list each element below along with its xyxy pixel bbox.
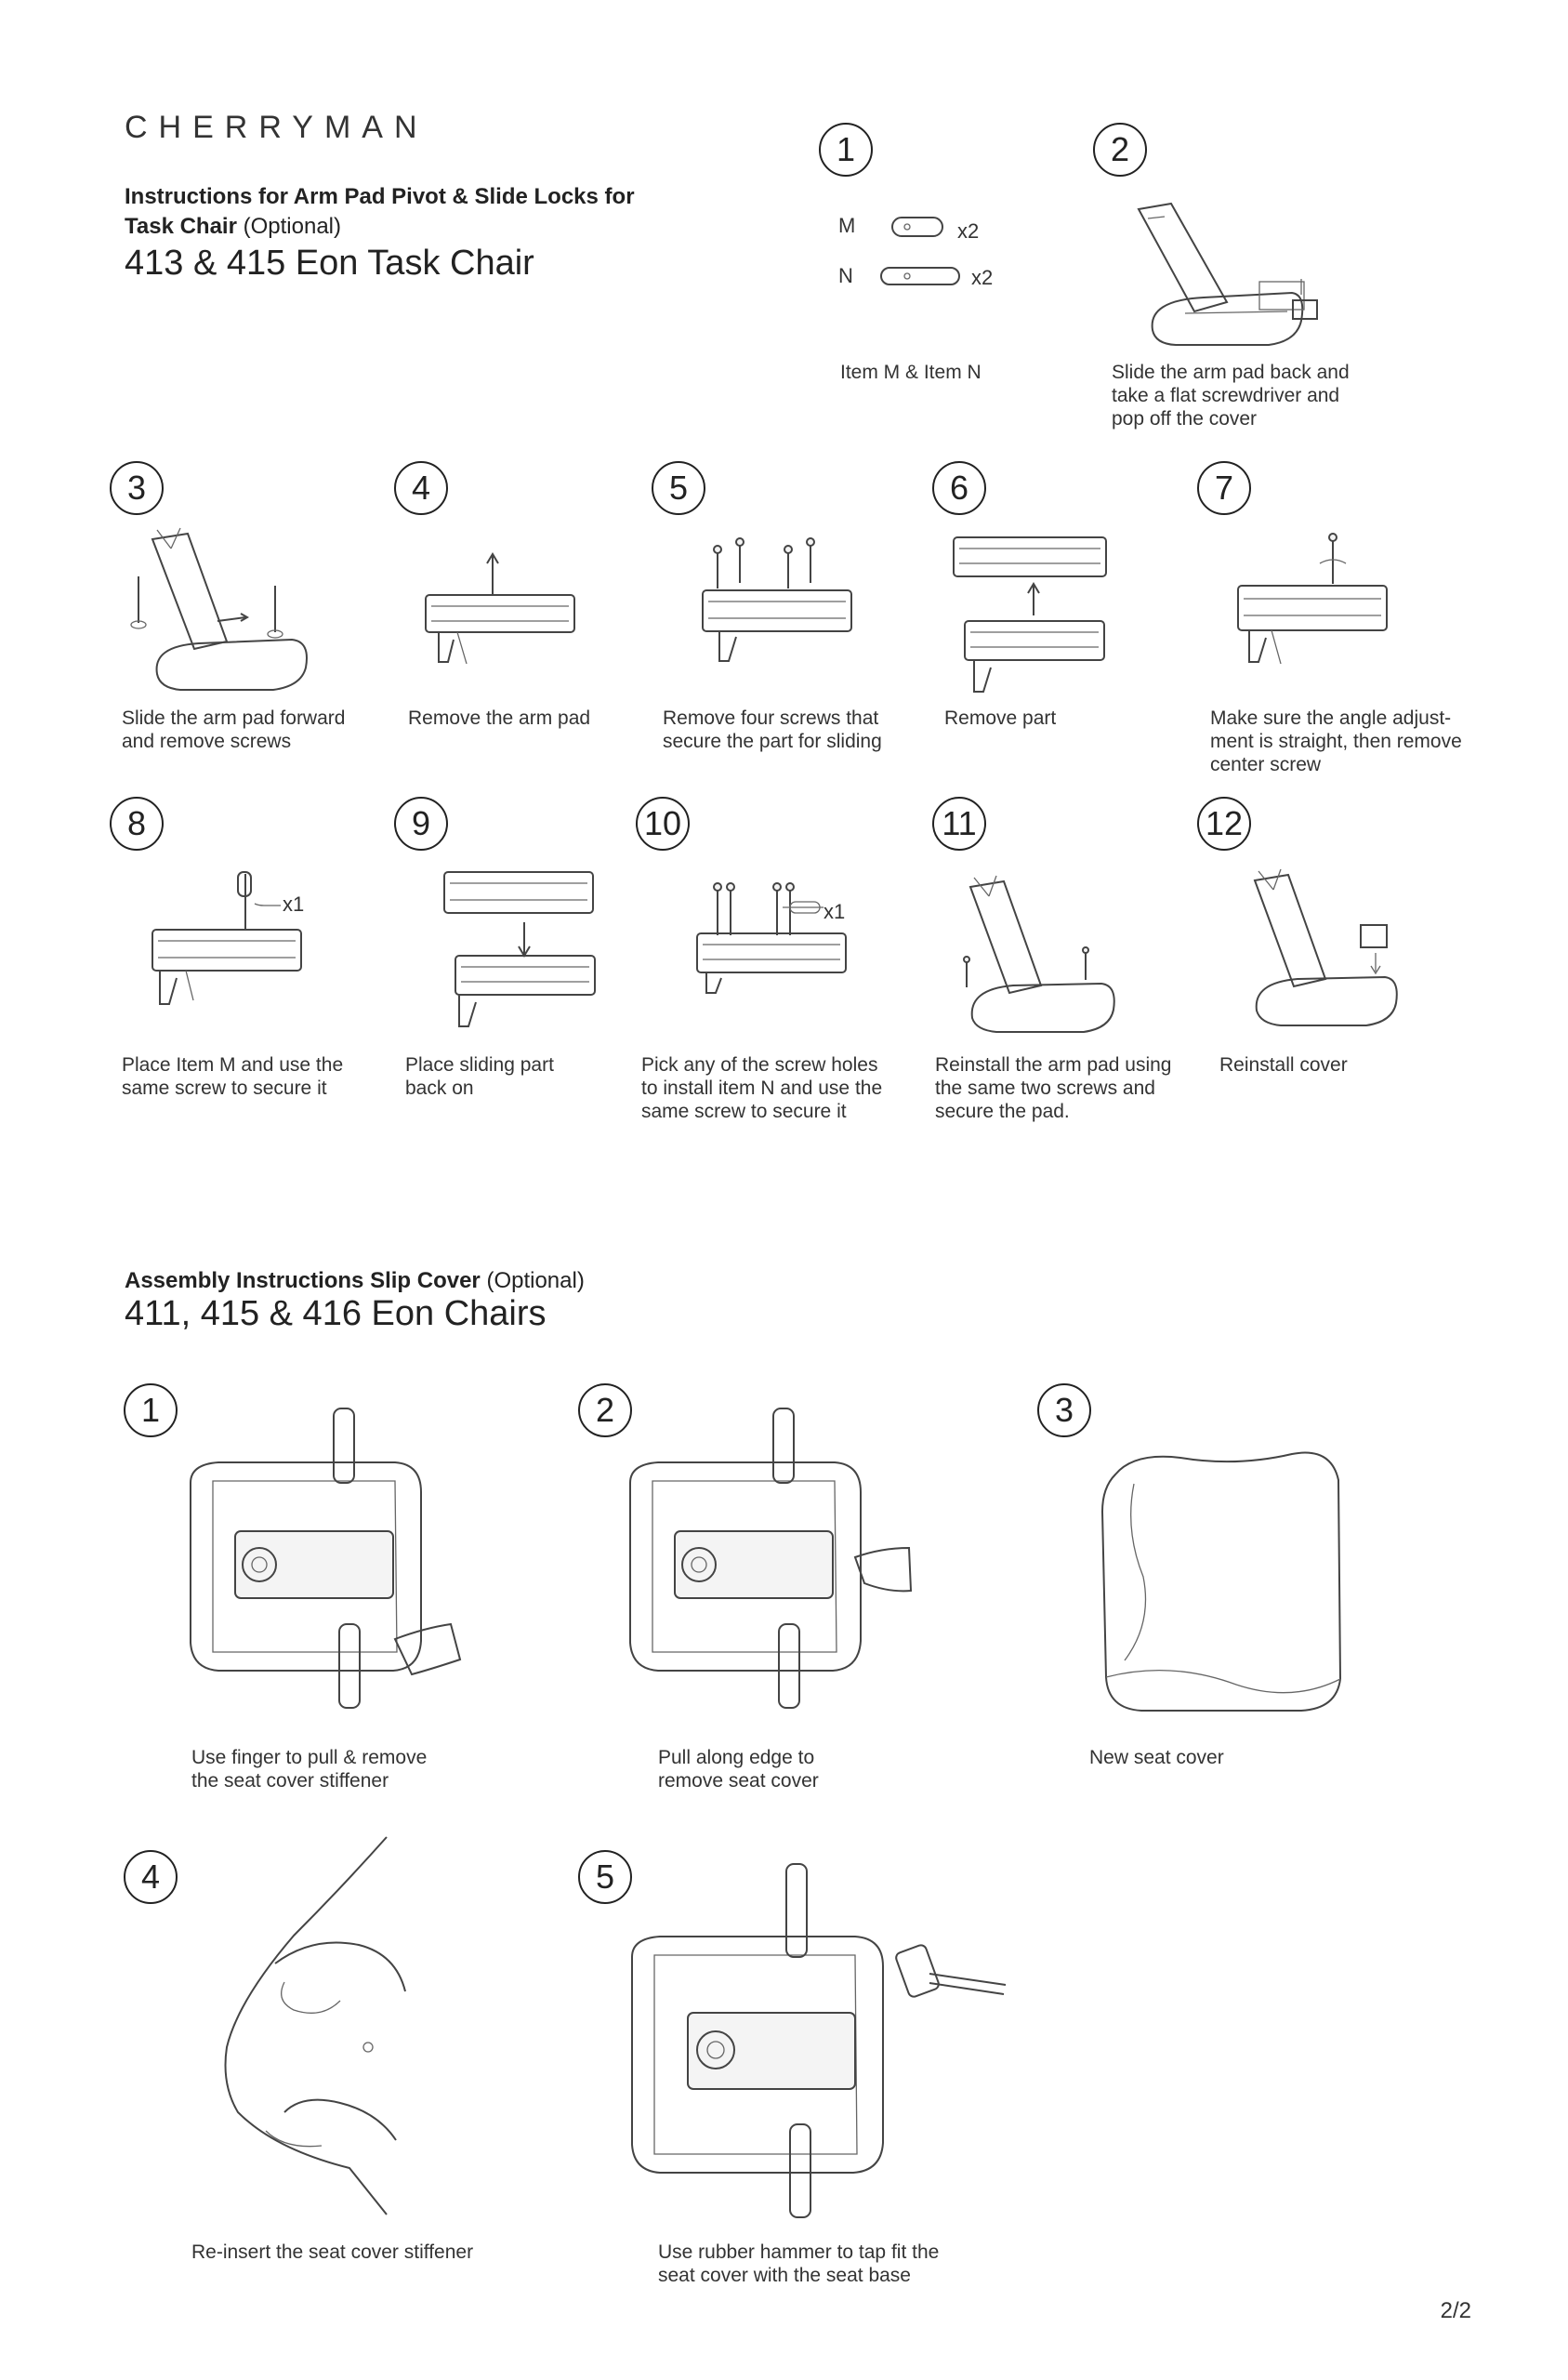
slip-step2-caption: Pull along edge to remove seat cover (658, 1747, 819, 1792)
step1-badge: 1 (819, 123, 873, 177)
step12-badge: 12 (1197, 797, 1251, 851)
section1-subtitle: 413 & 415 Eon Task Chair (125, 244, 534, 283)
step11-caption: Reinstall the arm pad using the same two… (935, 1054, 1172, 1122)
step11-badge: 11 (932, 797, 986, 851)
slip-step1-seat-figure (181, 1408, 462, 1729)
step9-caption: Place sliding part back on (405, 1054, 554, 1099)
step3-badge: 3 (110, 461, 164, 515)
step4-bracket-figure (420, 549, 587, 683)
step2-badge: 2 (1093, 123, 1147, 177)
step8-badge: 8 (110, 797, 164, 851)
item-n-qty: x2 (971, 266, 994, 289)
step9-bracket-figure (441, 868, 608, 1050)
slip-step1-caption: Use finger to pull & remove the seat cov… (191, 1747, 428, 1792)
slip-step2-seat-figure (621, 1408, 913, 1729)
slip-step3-caption: New seat cover (1089, 1747, 1224, 1768)
slip-step5-caption: Use rubber hammer to tap fit the seat co… (658, 2241, 940, 2286)
slip-step4-hands-figure (219, 1833, 406, 2228)
brand-logo: CHERRYMAN (125, 110, 428, 145)
slip-step5-seat-figure (623, 1863, 1013, 2231)
section1-title: Instructions for Arm Pad Pivot & Slide L… (125, 182, 645, 242)
step9-badge: 9 (394, 797, 448, 851)
step5-bracket-figure (699, 535, 866, 679)
slip-step5-badge: 5 (578, 1850, 632, 1904)
step5-badge: 5 (652, 461, 705, 515)
slip-step4-caption: Re-insert the seat cover stiffener (191, 2241, 474, 2263)
slip-step2-badge: 2 (578, 1383, 632, 1437)
item-m-figure (890, 214, 946, 245)
section2-title-optional: (Optional) (486, 1268, 585, 1293)
step1-caption: Item M & Item N (840, 362, 982, 383)
step6-bracket-figure (950, 532, 1117, 713)
step11-armrest-figure (948, 874, 1134, 1037)
slip-step4-badge: 4 (124, 1850, 178, 1904)
step6-badge: 6 (932, 461, 986, 515)
slip-step3-badge: 3 (1037, 1383, 1091, 1437)
step12-caption: Reinstall cover (1219, 1054, 1348, 1076)
step7-bracket-figure (1231, 530, 1398, 693)
step2-armrest-figure (1120, 191, 1334, 358)
step12-armrest-figure (1236, 868, 1422, 1032)
step7-caption: Make sure the angle adjust- ment is stra… (1210, 707, 1462, 775)
step10-qty: x1 (824, 900, 846, 923)
slip-step1-badge: 1 (124, 1383, 178, 1437)
item-n-label: N (838, 264, 853, 287)
step8-qty: x1 (283, 892, 305, 916)
item-m-label: M (838, 214, 856, 237)
step10-badge: 10 (636, 797, 690, 851)
item-m-qty: x2 (957, 219, 980, 243)
step2-caption: Slide the arm pad back and take a flat s… (1112, 362, 1350, 430)
section1-title-optional: (Optional) (243, 214, 341, 239)
step3-caption: Slide the arm pad forward and remove scr… (122, 707, 346, 752)
step10-bracket-figure (693, 878, 879, 1012)
step6-caption: Remove part (944, 707, 1057, 729)
section2-subtitle: 411, 415 & 416 Eon Chairs (125, 1294, 547, 1333)
item-n-figure (879, 265, 963, 292)
step8-bracket-figure (149, 865, 325, 1027)
step5-caption: Remove four screws that secure the part … (663, 707, 882, 752)
page-number: 2/2 (1440, 2298, 1471, 2323)
section2-title-bold: Assembly Instructions Slip Cover (125, 1268, 481, 1293)
section2-title: Assembly Instructions Slip Cover (Option… (125, 1266, 775, 1296)
step8-caption: Place Item M and use the same screw to s… (122, 1054, 344, 1099)
step10-caption: Pick any of the screw holes to install i… (641, 1054, 883, 1122)
slip-step3-cover-figure (1097, 1447, 1348, 1730)
step4-caption: Remove the arm pad (408, 707, 591, 729)
section1-title-bold: Instructions for Arm Pad Pivot & Slide L… (125, 184, 635, 239)
step3-armrest-figure (115, 521, 329, 697)
step4-badge: 4 (394, 461, 448, 515)
step7-badge: 7 (1197, 461, 1251, 515)
